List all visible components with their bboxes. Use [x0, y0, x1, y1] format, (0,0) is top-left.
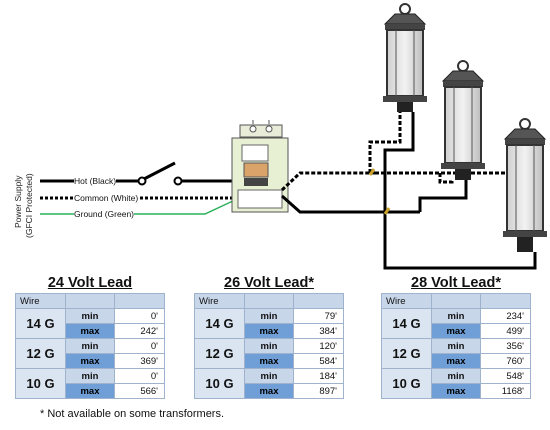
gauge-cell: 12 G — [381, 338, 432, 369]
lantern-3 — [503, 118, 547, 252]
min-label: min — [244, 308, 294, 324]
max-value: 584' — [293, 353, 344, 369]
power-supply-line2: (GFCI Protected) — [24, 173, 34, 238]
max-label: max — [65, 383, 115, 399]
min-label: min — [244, 368, 294, 384]
gauge-cell: 10 G — [194, 368, 245, 399]
min-value: 0' — [114, 368, 165, 384]
hot-label: Hot (Black) — [74, 176, 117, 186]
max-value: 760' — [480, 353, 531, 369]
feeder-lantern-1-dashed — [368, 112, 402, 173]
max-label: max — [244, 383, 294, 399]
transformer — [231, 120, 289, 213]
footnote: * Not available on some transformers. — [40, 408, 225, 420]
feeder-lantern-3-solid — [383, 212, 537, 270]
min-label: min — [65, 368, 115, 384]
lantern-2 — [441, 60, 485, 180]
wire-header: Wire — [194, 293, 245, 309]
min-value: 79' — [293, 308, 344, 324]
table-26v-title: 26 Volt Lead* — [224, 275, 314, 291]
max-label: max — [244, 353, 294, 369]
table-24v-title: 24 Volt Lead — [47, 275, 133, 291]
max-value: 384' — [293, 323, 344, 339]
common-label: Common (White) — [74, 193, 139, 203]
gauge-cell: 14 G — [381, 308, 432, 339]
max-value: 566' — [114, 383, 165, 399]
max-label: max — [431, 383, 481, 399]
ground-label: Ground (Green) — [74, 209, 134, 219]
min-value: 120' — [293, 338, 344, 354]
switch-contact-right — [173, 176, 183, 186]
gauge-cell: 10 G — [381, 368, 432, 399]
min-value: 234' — [480, 308, 531, 324]
gauge-cell: 12 G — [15, 338, 66, 369]
min-value: 0' — [114, 338, 165, 354]
power-supply-label: Power Supply (GFCI Protected) — [13, 160, 73, 240]
feeder-lantern-1-solid — [383, 112, 415, 212]
gauge-cell: 12 G — [194, 338, 245, 369]
min-label: min — [65, 308, 115, 324]
max-value: 499' — [480, 323, 531, 339]
min-value: 356' — [480, 338, 531, 354]
table-28v-title: 28 Volt Lead* — [411, 275, 501, 291]
output-lead-lower — [281, 194, 390, 214]
max-value: 242' — [114, 323, 165, 339]
max-label: max — [431, 353, 481, 369]
switch-blade — [141, 161, 176, 182]
power-supply-line1: Power Supply — [13, 175, 23, 228]
wire-header: Wire — [381, 293, 432, 309]
max-value: 369' — [114, 353, 165, 369]
max-value: 1168' — [480, 383, 531, 399]
switch-contact-left — [137, 176, 147, 186]
max-label: max — [65, 323, 115, 339]
max-value: 897' — [293, 383, 344, 399]
min-label: min — [431, 308, 481, 324]
max-label: max — [244, 323, 294, 339]
feeder-lantern-2-solid — [418, 180, 468, 212]
wire-header: Wire — [15, 293, 66, 309]
min-label: min — [431, 368, 481, 384]
gauge-cell: 14 G — [15, 308, 66, 339]
min-label: min — [431, 338, 481, 354]
min-value: 184' — [293, 368, 344, 384]
min-label: min — [65, 338, 115, 354]
gauge-cell: 14 G — [194, 308, 245, 339]
feeder-lantern-2-dashed — [438, 173, 454, 184]
output-lead-upper — [280, 171, 375, 192]
wiring-diagram — [40, 3, 547, 270]
max-label: max — [65, 353, 115, 369]
min-label: min — [244, 338, 294, 354]
gauge-cell: 10 G — [15, 368, 66, 399]
min-value: 548' — [480, 368, 531, 384]
min-value: 0' — [114, 308, 165, 324]
max-label: max — [431, 323, 481, 339]
lantern-1 — [383, 3, 427, 112]
